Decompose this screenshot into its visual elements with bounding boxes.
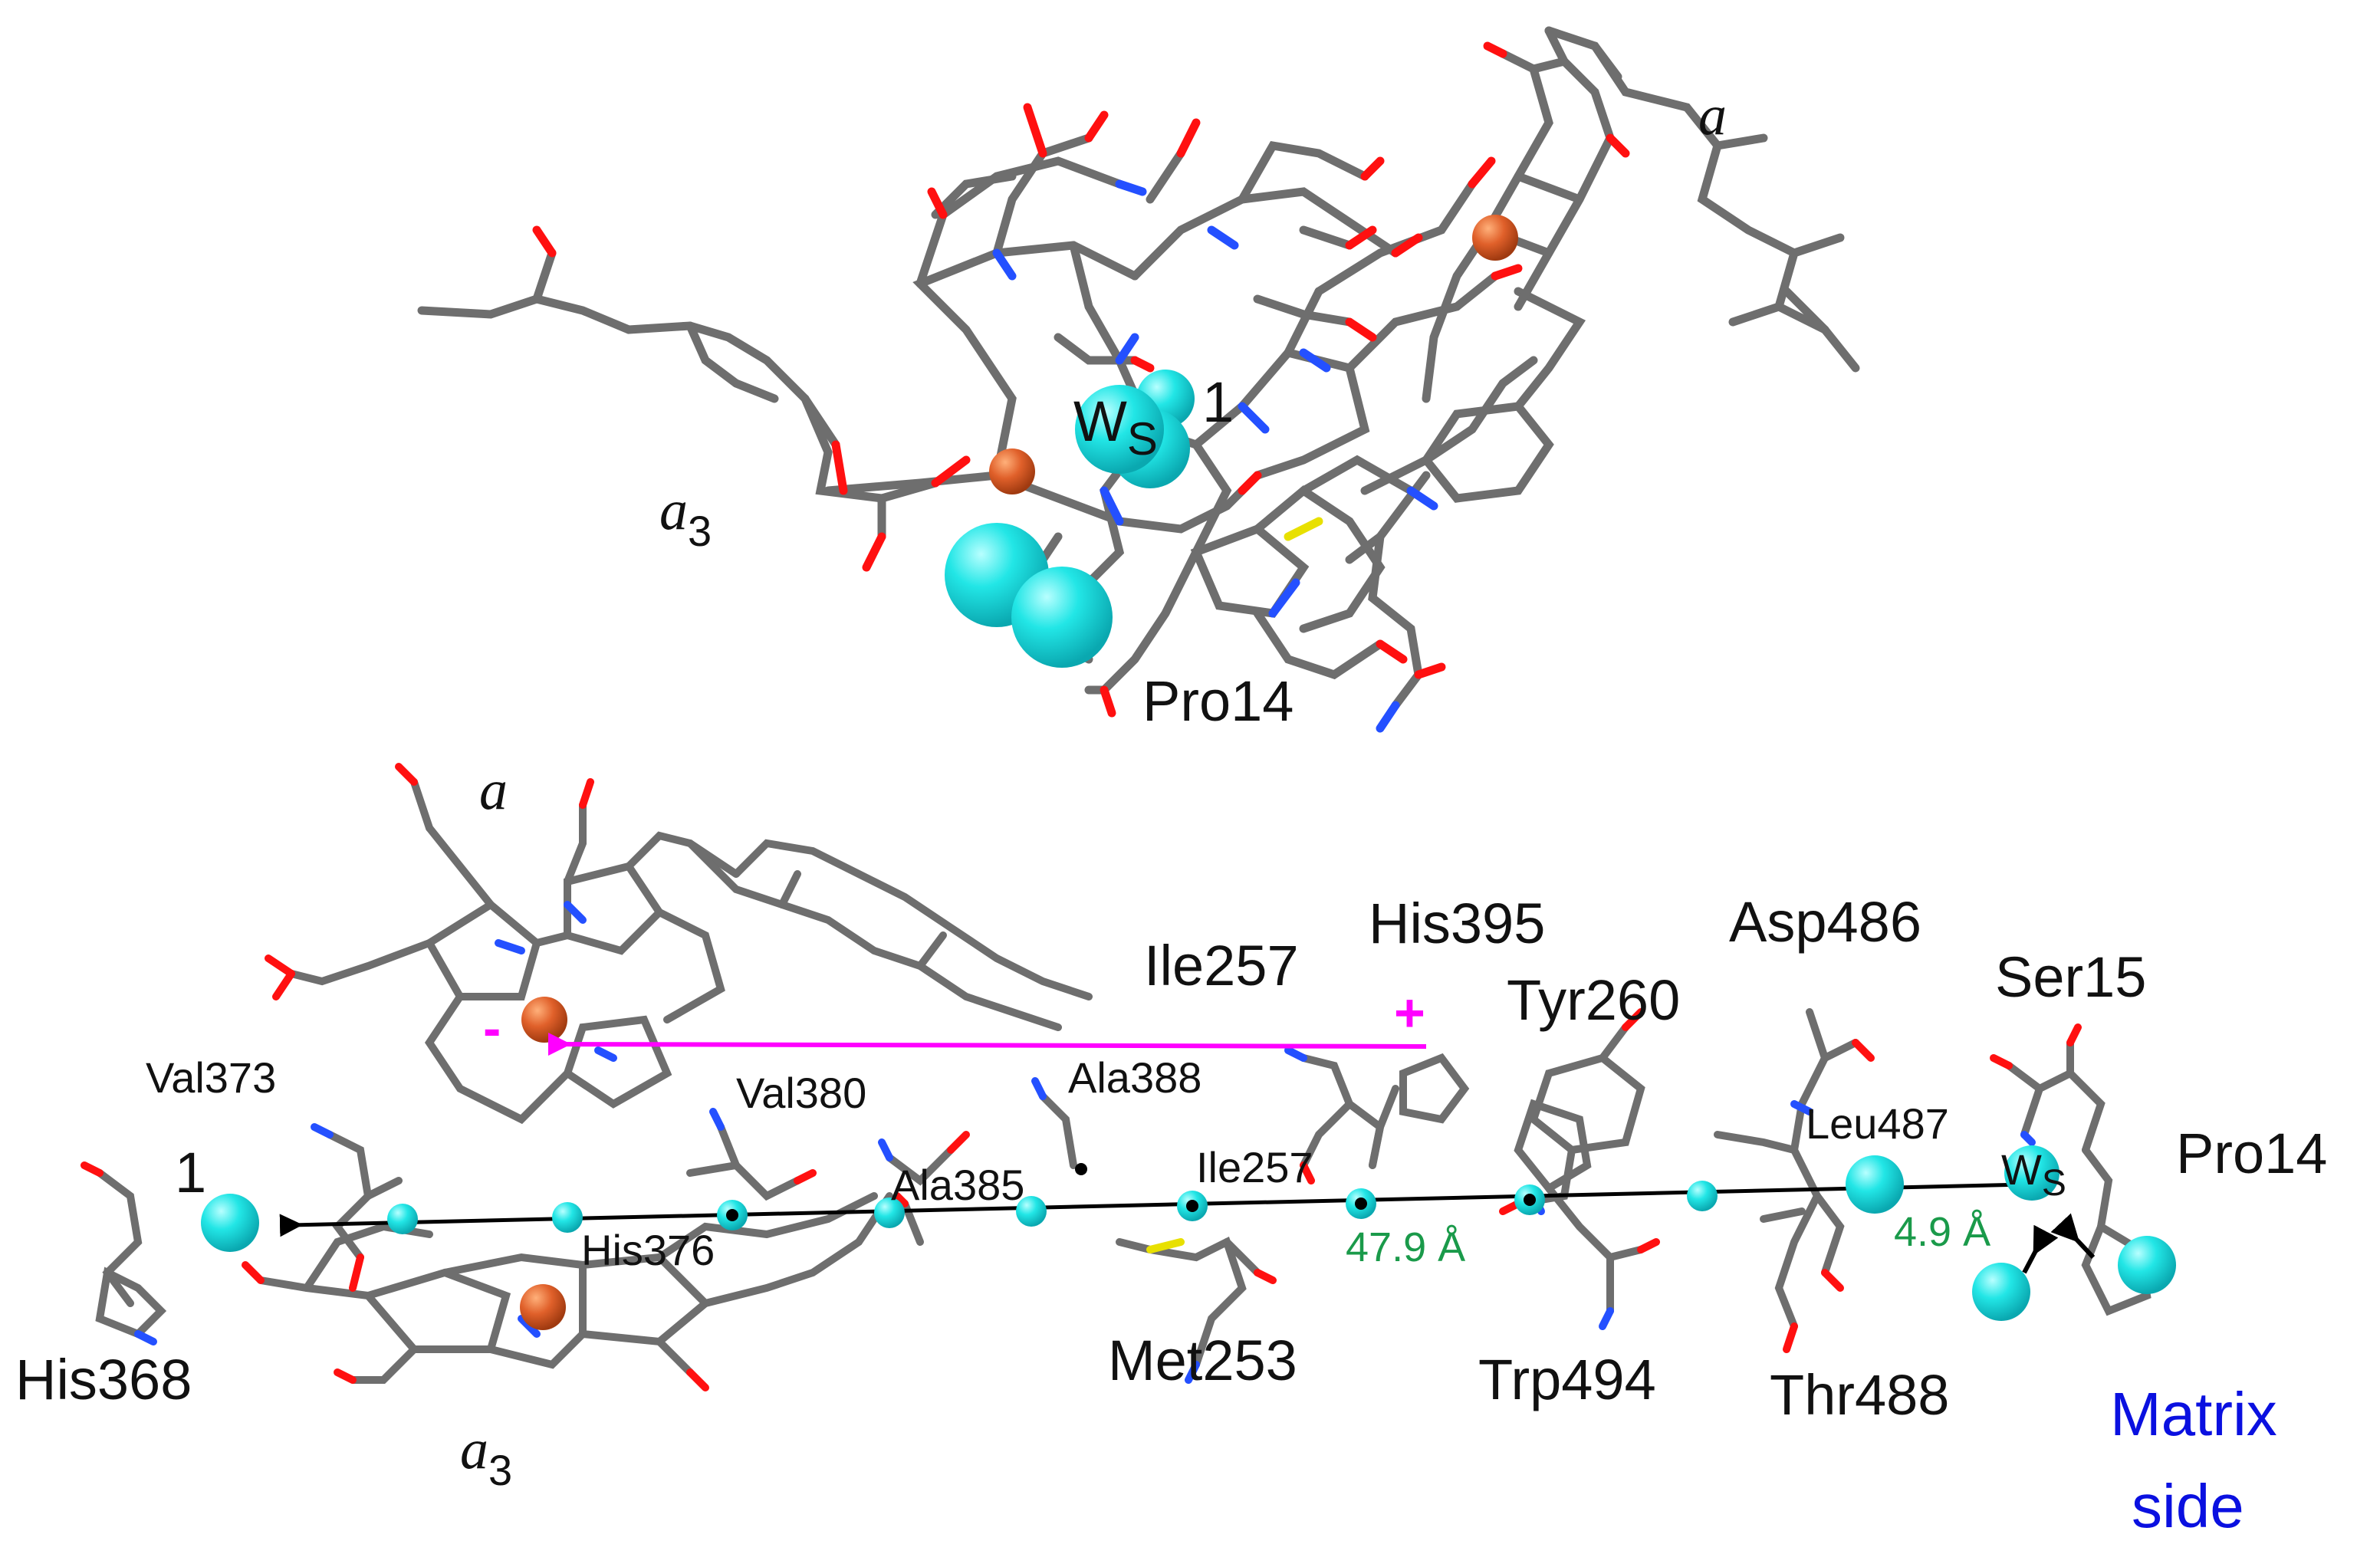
distance-long: 47.9 Å [1346, 1224, 1465, 1270]
label-ser15: Ser15 [1995, 945, 2146, 1009]
label-pro14: Pro14 [2176, 1122, 2327, 1185]
bottom-label-heme-a3: a3 [460, 1418, 512, 1494]
bottom-carbon-sticks [95, 778, 2152, 1384]
top-label-pro14: Pro14 [1142, 669, 1294, 733]
water-ws [2004, 1145, 2059, 1201]
proton-site-dot [726, 1209, 738, 1221]
top-label-heme-a: a [1698, 84, 1727, 147]
label-trp494: Trp494 [1478, 1348, 1656, 1411]
label-his395: His395 [1369, 892, 1545, 955]
label-his376: His376 [581, 1226, 715, 1274]
water-near-matrix-1 [1972, 1263, 2030, 1321]
top-label-ws: WS [1073, 389, 1158, 465]
water-near-matrix-2 [2118, 1236, 2176, 1294]
water-chain [201, 1145, 2176, 1321]
top-water-ws [1075, 385, 1164, 474]
label-met253: Met253 [1108, 1329, 1297, 1392]
label-val373: Val373 [146, 1053, 276, 1102]
label-val380: Val380 [736, 1069, 866, 1117]
bottom-iron-a [521, 997, 567, 1043]
ws-arrow-1 [2022, 1224, 2059, 1274]
bottom-label-water-1: 1 [175, 1141, 206, 1204]
label-ws: WS [2001, 1145, 2066, 1204]
ws-arrow-2 [2050, 1213, 2096, 1260]
top-panel: a a3 1 WS Pro14 [417, 26, 1860, 733]
label-ile257-large: Ile257 [1144, 934, 1299, 997]
top-water-4 [1011, 567, 1113, 668]
top-oxygen-sticks [532, 41, 1630, 718]
bottom-sulfur-stick [1146, 1238, 1185, 1253]
top-label-water-1: 1 [1202, 370, 1234, 434]
water-chain-point [874, 1198, 905, 1228]
matrix-side-line1: Matrix [2110, 1380, 2277, 1448]
proton-site-dots [726, 1163, 1536, 1221]
proton-site-dot [1355, 1198, 1367, 1210]
matrix-side-line2: side [2132, 1472, 2244, 1540]
water-chain-point [387, 1204, 418, 1234]
water-chain-point [1687, 1181, 1718, 1211]
proton-site-dot [1186, 1200, 1198, 1212]
top-label-heme-a3: a3 [659, 479, 712, 555]
top-carbon-sticks [417, 26, 1860, 710]
proton-site-dot [1524, 1194, 1536, 1206]
water-chain-point [1016, 1196, 1047, 1227]
label-thr488: Thr488 [1770, 1363, 1949, 1427]
label-ala385: Ala385 [891, 1161, 1024, 1209]
bottom-oxygen-sticks [81, 763, 2082, 1391]
water-chain-point [552, 1202, 583, 1233]
label-leu487: Leu487 [1806, 1099, 1949, 1148]
label-his368: His368 [15, 1348, 192, 1411]
label-tyr260: Tyr260 [1507, 968, 1680, 1032]
label-ile257-small: Ile257 [1196, 1143, 1313, 1191]
top-iron-a3 [989, 448, 1035, 494]
bottom-panel: + - [15, 759, 2327, 1540]
top-nitrogen-sticks [992, 179, 1438, 733]
water-chain-large [1846, 1155, 1904, 1214]
bottom-iron-a3 [520, 1284, 566, 1330]
water-1 [201, 1194, 259, 1252]
bottom-label-heme-a: a [479, 759, 508, 822]
charge-transfer-arrow [547, 1032, 1427, 1056]
proton-site-dot [1075, 1163, 1087, 1175]
charge-plus-sign: + [1394, 983, 1425, 1043]
label-asp486: Asp486 [1729, 890, 1921, 954]
distance-short: 4.9 Å [1894, 1209, 1990, 1255]
top-sulfur-stick [1284, 517, 1323, 541]
top-iron-a [1472, 215, 1518, 261]
label-ala388: Ala388 [1068, 1053, 1202, 1102]
charge-minus-sign: - [483, 998, 501, 1058]
